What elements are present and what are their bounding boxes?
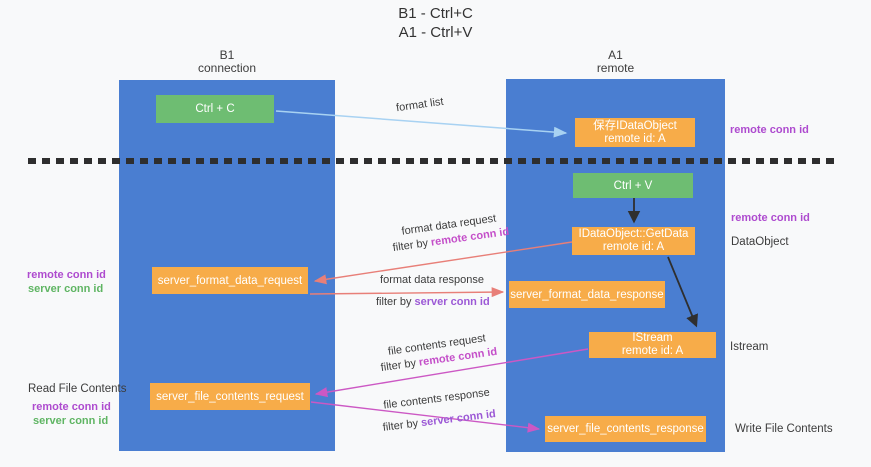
node-server-file-contents-response: server_file_contents_response bbox=[545, 416, 706, 442]
getdata-line1: IDataObject::GetData bbox=[578, 228, 689, 240]
annotation-remote-conn-id-bottom-left: remote conn id bbox=[32, 401, 111, 413]
format-data-response-filter: filter by server conn id bbox=[376, 295, 490, 310]
node-save-idataobject: 保存IDataObject remote id: A bbox=[575, 118, 695, 147]
server-conn-id-highlight: server conn id bbox=[420, 408, 497, 430]
format-data-response-title: format data response bbox=[380, 274, 484, 286]
save-idataobject-line2: remote id: A bbox=[604, 132, 666, 145]
save-idataobject-line1: 保存IDataObject bbox=[593, 119, 677, 132]
title-line-1: B1 - Ctrl+C bbox=[398, 5, 473, 22]
node-server-format-data-request: server_format_data_request bbox=[152, 267, 308, 294]
title-line-2: A1 - Ctrl+V bbox=[398, 24, 473, 41]
annotation-server-conn-id-top-left: server conn id bbox=[28, 283, 104, 295]
lane-header-a1: A1 remote bbox=[506, 49, 725, 75]
dashed-divider-line bbox=[28, 158, 836, 164]
diagram-title: B1 - Ctrl+C A1 - Ctrl+V bbox=[0, 4, 871, 42]
getdata-line2: remote id: A bbox=[602, 241, 665, 253]
annotation-remote-conn-id-top-left: remote conn id bbox=[27, 269, 106, 281]
edge-label-file-contents-request: file contents request filter by remote c… bbox=[367, 328, 510, 377]
annotation-read-file-contents: Read File Contents bbox=[28, 383, 127, 395]
node-idataobject-getdata: IDataObject::GetData remote id: A bbox=[572, 227, 695, 255]
annotation-dataobject: DataObject bbox=[731, 236, 789, 248]
filter-by-text: filter by bbox=[376, 296, 415, 308]
server-file-contents-request-label: server_file_contents_request bbox=[156, 390, 304, 403]
lane-b1-name: B1 bbox=[219, 48, 235, 62]
server-format-data-response-label: server_format_data_response bbox=[510, 288, 664, 301]
annotation-istream: Istream bbox=[730, 341, 769, 353]
filter-by-text: filter by bbox=[382, 417, 422, 434]
node-istream: IStream remote id: A bbox=[589, 332, 716, 358]
lane-header-b1: B1 connection bbox=[119, 49, 335, 75]
annotation-write-file-contents: Write File Contents bbox=[735, 423, 833, 435]
server-file-contents-response-label: server_file_contents_response bbox=[547, 423, 704, 435]
server-conn-id-highlight: server conn id bbox=[414, 296, 490, 308]
annotation-server-conn-id-bottom-left: server conn id bbox=[33, 415, 109, 427]
node-ctrl-c: Ctrl + C bbox=[156, 95, 274, 123]
edge-label-format-list: format list bbox=[395, 95, 445, 115]
lane-b1-subtitle: connection bbox=[197, 61, 257, 75]
edge-label-format-data-request: format data request filter by remote con… bbox=[379, 208, 522, 257]
node-server-format-data-response: server_format_data_response bbox=[509, 281, 665, 308]
lane-a1-subtitle: remote bbox=[596, 61, 635, 75]
filter-by-text: filter by bbox=[380, 356, 420, 375]
edge-label-format-data-response: format data response filter by server co… bbox=[376, 273, 490, 310]
lane-a1-name: A1 bbox=[608, 48, 623, 62]
annotation-remote-conn-id-top-right: remote conn id bbox=[730, 124, 809, 136]
node-ctrl-v: Ctrl + V bbox=[573, 173, 693, 198]
ctrl-c-label: Ctrl + C bbox=[195, 103, 235, 115]
istream-line2: remote id: A bbox=[621, 345, 684, 357]
annotation-remote-conn-id-mid-right: remote conn id bbox=[731, 212, 810, 224]
ctrl-v-label: Ctrl + V bbox=[613, 179, 653, 192]
edge-label-file-contents-response: file contents response filter by server … bbox=[366, 384, 509, 438]
node-server-file-contents-request: server_file_contents_request bbox=[150, 383, 310, 410]
istream-line1: IStream bbox=[632, 332, 673, 344]
filter-by-text: filter by bbox=[392, 236, 432, 255]
server-format-data-request-label: server_format_data_request bbox=[157, 274, 303, 287]
